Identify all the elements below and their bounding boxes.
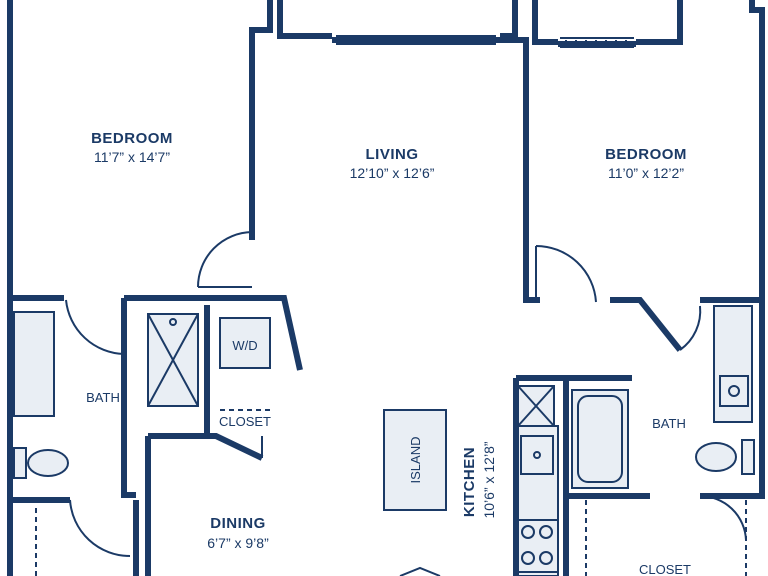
kitchen-dims: 10’6” x 12’8” — [481, 441, 497, 518]
walls — [7, 0, 765, 576]
toilet-tank-left — [13, 447, 27, 479]
toilet-left — [27, 449, 69, 477]
closet-small-name: CLOSET — [219, 414, 271, 429]
sink-right — [719, 375, 749, 407]
toilet-tank-right — [741, 439, 755, 475]
living-name: LIVING — [365, 146, 418, 163]
wd-label: W/D — [232, 338, 257, 353]
closet-bottom-name: CLOSET — [639, 562, 691, 576]
bath-right-name: BATH — [652, 416, 686, 431]
windows — [336, 35, 634, 48]
toilet-right — [695, 442, 737, 472]
island-label: ISLAND — [408, 437, 423, 484]
dining-name: DINING — [210, 515, 266, 532]
island-rect — [383, 409, 447, 511]
kitchen-name: KITCHEN — [461, 447, 478, 517]
fixtures — [13, 305, 755, 576]
bedroom-right-name: BEDROOM — [605, 146, 687, 163]
wd-box — [219, 317, 271, 369]
dining-dims: 6’7” x 9’8” — [207, 535, 269, 551]
bedroom-left-name: BEDROOM — [91, 130, 173, 147]
vanity-left — [13, 311, 55, 417]
kitchen-sink — [520, 435, 554, 475]
bath-left-name: BATH — [86, 390, 120, 405]
living-dims: 12’10” x 12’6” — [350, 165, 435, 181]
bedroom-left-dims: 11’7” x 14’7” — [94, 149, 170, 165]
bedroom-right-dims: 11’0” x 12’2” — [608, 165, 684, 181]
door-swings — [35, 231, 747, 576]
